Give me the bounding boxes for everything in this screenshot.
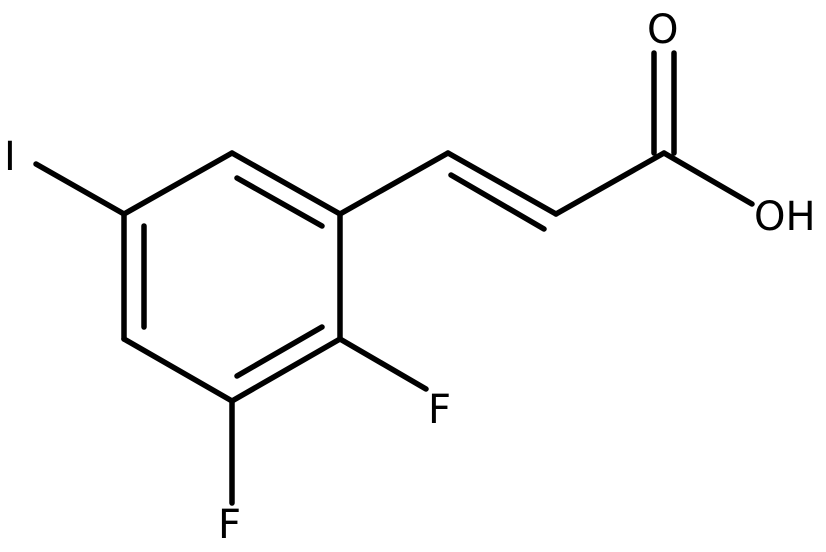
atom-label-hydroxyl: OH	[754, 194, 816, 240]
bond-vinyl-double	[445, 150, 559, 217]
bond-ring-c3-c4	[229, 336, 343, 404]
bond-ring-c3-c4-inner	[234, 324, 325, 379]
atom-label-carbonyl-oxygen: O	[647, 7, 678, 53]
atom-label-fluorine-1: F	[428, 387, 451, 433]
bond-c-hydroxyl	[661, 150, 755, 207]
bond-c-iodine	[33, 161, 127, 217]
bond-c-fluorine-1	[337, 336, 429, 392]
bond-ring-c4-c5	[121, 336, 235, 404]
bond-ring-c1-c2	[229, 150, 343, 217]
bond-ring-vinyl	[337, 150, 451, 217]
bond-vinyl-double-inner	[448, 172, 547, 232]
atom-label-fluorine-2: F	[218, 502, 241, 548]
bond-vinyl-carboxyl	[553, 150, 667, 217]
atom-label-iodine: I	[4, 134, 16, 180]
bond-ring-c1-c2-inner	[234, 175, 325, 229]
bond-ring-c6-c1	[121, 150, 235, 217]
